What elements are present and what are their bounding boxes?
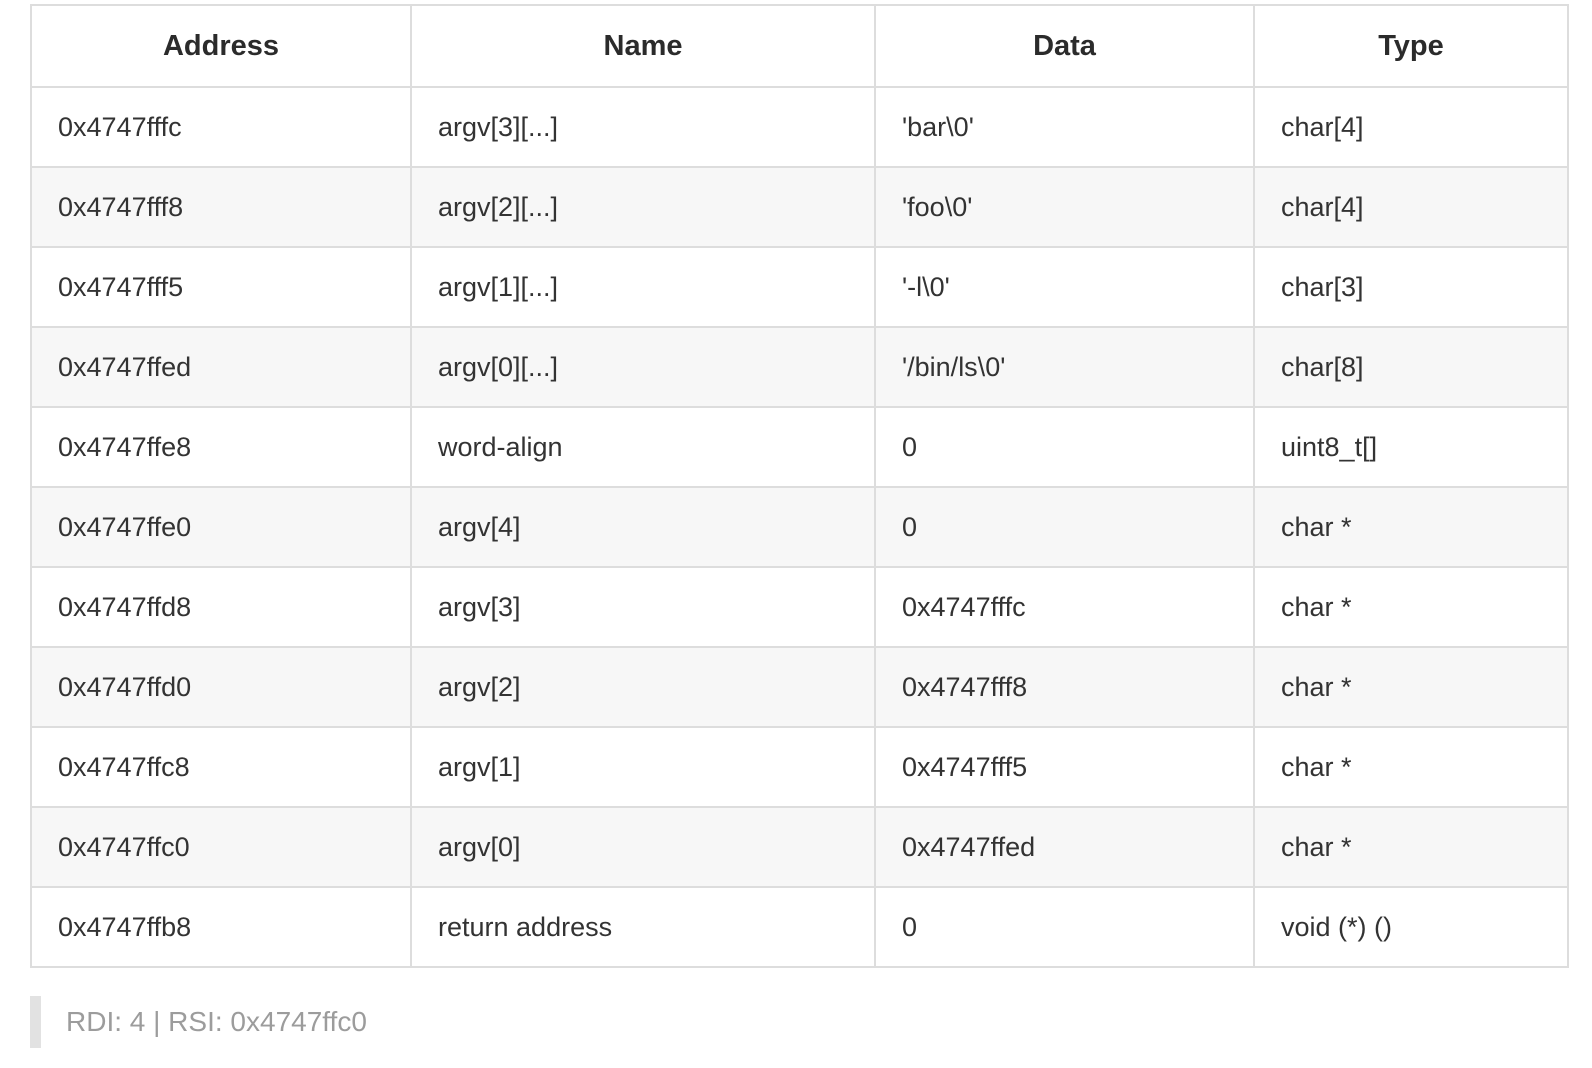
data-cell: 0 <box>874 886 1255 968</box>
name-cell: argv[0] <box>410 806 876 888</box>
address-cell: 0x4747ffed <box>30 326 412 408</box>
column-header-address: Address <box>30 4 412 88</box>
type-cell: char[8] <box>1253 326 1569 408</box>
column-header-data: Data <box>874 4 1255 88</box>
address-cell: 0x4747ffc8 <box>30 726 412 808</box>
type-cell: uint8_t[] <box>1253 406 1569 488</box>
data-cell: 0x4747ffed <box>874 806 1255 888</box>
type-cell: char * <box>1253 486 1569 568</box>
address-cell: 0x4747fff5 <box>30 246 412 328</box>
name-cell: argv[3] <box>410 566 876 648</box>
data-cell: 'bar\0' <box>874 86 1255 168</box>
name-cell: return address <box>410 886 876 968</box>
address-cell: 0x4747ffd0 <box>30 646 412 728</box>
column-header-type: Type <box>1253 4 1569 88</box>
type-cell: char[4] <box>1253 166 1569 248</box>
name-cell: argv[1][...] <box>410 246 876 328</box>
data-cell: 0 <box>874 486 1255 568</box>
name-cell: argv[4] <box>410 486 876 568</box>
name-cell: argv[3][...] <box>410 86 876 168</box>
type-cell: char[3] <box>1253 246 1569 328</box>
type-cell: void (*) () <box>1253 886 1569 968</box>
column-header-name: Name <box>410 4 876 88</box>
type-cell: char[4] <box>1253 86 1569 168</box>
address-cell: 0x4747fffc <box>30 86 412 168</box>
data-cell: 0x4747fff5 <box>874 726 1255 808</box>
name-cell: word-align <box>410 406 876 488</box>
data-cell: 0x4747fff8 <box>874 646 1255 728</box>
register-state-text: RDI: 4 | RSI: 0x4747ffc0 <box>66 1006 367 1037</box>
data-cell: 0x4747fffc <box>874 566 1255 648</box>
name-cell: argv[1] <box>410 726 876 808</box>
register-state-note: RDI: 4 | RSI: 0x4747ffc0 <box>30 996 1592 1048</box>
address-cell: 0x4747fff8 <box>30 166 412 248</box>
address-cell: 0x4747ffe8 <box>30 406 412 488</box>
type-cell: char * <box>1253 726 1569 808</box>
data-cell: 0 <box>874 406 1255 488</box>
type-cell: char * <box>1253 806 1569 888</box>
address-cell: 0x4747ffb8 <box>30 886 412 968</box>
data-cell: '-l\0' <box>874 246 1255 328</box>
address-cell: 0x4747ffe0 <box>30 486 412 568</box>
address-cell: 0x4747ffc0 <box>30 806 412 888</box>
name-cell: argv[0][...] <box>410 326 876 408</box>
name-cell: argv[2] <box>410 646 876 728</box>
name-cell: argv[2][...] <box>410 166 876 248</box>
type-cell: char * <box>1253 566 1569 648</box>
data-cell: '/bin/ls\0' <box>874 326 1255 408</box>
type-cell: char * <box>1253 646 1569 728</box>
address-cell: 0x4747ffd8 <box>30 566 412 648</box>
data-cell: 'foo\0' <box>874 166 1255 248</box>
